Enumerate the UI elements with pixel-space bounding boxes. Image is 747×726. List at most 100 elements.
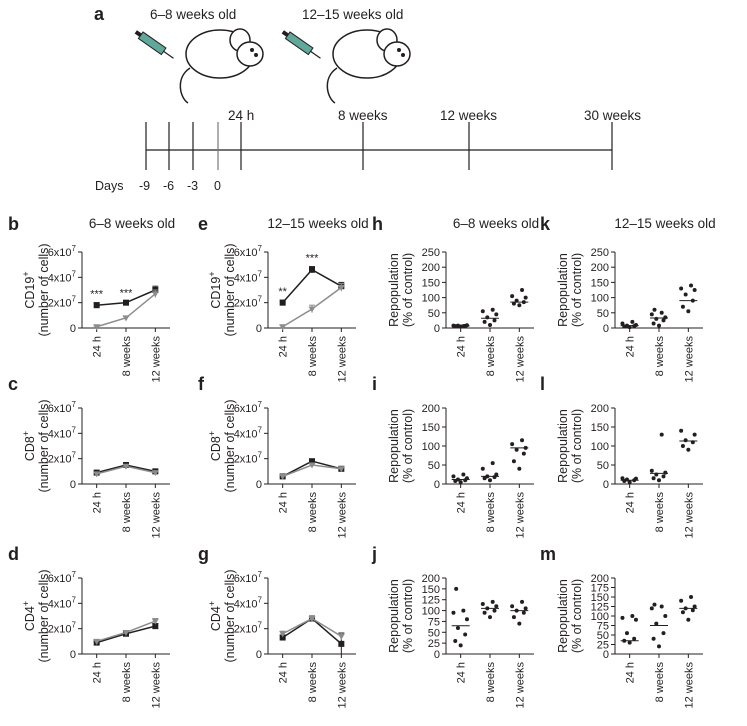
data-point [517,466,522,471]
data-point [511,459,516,464]
data-point [692,432,697,437]
y-axis-sublabel: (number of cells) [37,243,51,336]
panel-title-e: 12–15 weeks old [267,216,368,231]
y-tick-label: 50 [597,308,609,320]
data-point [690,608,695,613]
syringe-icon [281,30,321,59]
mouse-icon [179,28,264,104]
x-tick-label: 12 weeks [683,662,695,709]
data-point [308,462,316,469]
x-tick-label: 8 weeks [654,492,666,533]
data-point [659,432,664,437]
significance-label: *** [306,253,320,265]
data-point [453,638,458,643]
data-point [683,292,688,297]
y-axis-sublabel: (% of control) [401,579,415,653]
y-axis-sublabel: (number of cells) [223,569,237,662]
data-point [451,474,456,479]
y-axis-sublabel: (% of control) [570,579,584,653]
time-label: 24 h [228,108,254,123]
y-tick-label: 125 [422,595,440,607]
y-tick-label: 100 [422,606,440,618]
data-point [663,470,668,475]
data-point [494,604,499,609]
data-point [279,324,287,331]
x-tick-label: 24 h [625,336,637,357]
data-point [308,306,316,313]
panel-label-b: b [8,214,19,234]
data-point [517,303,522,308]
panel-label-a: a [94,4,105,24]
data-point [657,478,661,483]
x-tick-label: 12 weeks [683,336,695,383]
data-point [488,615,492,620]
data-point [93,471,101,478]
y-axis-label: CD8+ [207,431,223,461]
data-point [279,299,286,306]
y-tick-label: 25 [597,640,609,652]
data-point [464,323,469,328]
data-point [490,461,495,466]
y-tick-label: 200 [422,262,440,274]
data-point [279,473,287,480]
y-axis-label: CD19+ [21,271,37,308]
x-tick-label: 24 h [456,662,468,683]
y-tick-label: 100 [591,611,609,623]
panel-label-d: d [8,544,19,564]
data-point [338,640,345,647]
data-point [680,610,685,615]
x-tick-label: 8 weeks [307,336,319,377]
data-point [624,477,629,482]
data-point [279,634,286,641]
x-tick-label: 24 h [278,492,290,513]
data-point [510,604,515,609]
data-point [680,444,685,448]
data-point [279,631,287,638]
data-point [458,643,463,648]
data-point [122,629,130,636]
data-point [651,476,656,481]
x-tick-label: 12 weeks [150,336,162,383]
x-tick-label: 12 weeks [150,662,162,709]
y-tick-label: 0 [603,323,609,335]
data-point [309,458,315,465]
data-point [659,310,664,315]
y-tick-label: 4x107 [48,595,77,610]
y-tick-label: 6x107 [234,244,263,259]
data-point [680,304,685,309]
y-tick-label: 2x107 [48,621,77,636]
data-point [661,474,666,479]
y-tick-label: 4x107 [234,269,263,284]
data-point [480,466,485,471]
data-point [93,324,101,331]
y-tick-label: 150 [422,422,440,434]
data-point [523,606,528,611]
y-axis-sublabel: (% of control) [570,409,584,483]
data-point [679,598,684,603]
y-tick-label: 150 [422,584,440,596]
x-tick-label: 12 weeks [336,662,348,709]
panel-label-k: k [540,214,551,234]
y-tick-label: 175 [591,583,609,595]
day-label: -9 [139,179,150,193]
data-point [151,291,159,298]
data-point [624,631,629,636]
y-tick-label: 150 [591,422,609,434]
y-tick-label: 0 [603,649,609,661]
y-tick-label: 6x107 [48,570,77,585]
data-point [122,315,130,322]
y-tick-label: 200 [591,573,609,585]
y-tick-label: 4x107 [234,425,263,440]
data-point [686,617,691,622]
data-point [517,621,522,626]
y-tick-label: 0 [256,649,262,661]
significance-label: *** [120,287,134,299]
panel-label-f: f [198,374,205,394]
y-tick-label: 2x107 [234,295,263,310]
mouse-label-young: 6–8 weeks old [150,7,236,22]
x-tick-label: 24 h [625,662,637,683]
data-point [620,321,625,326]
